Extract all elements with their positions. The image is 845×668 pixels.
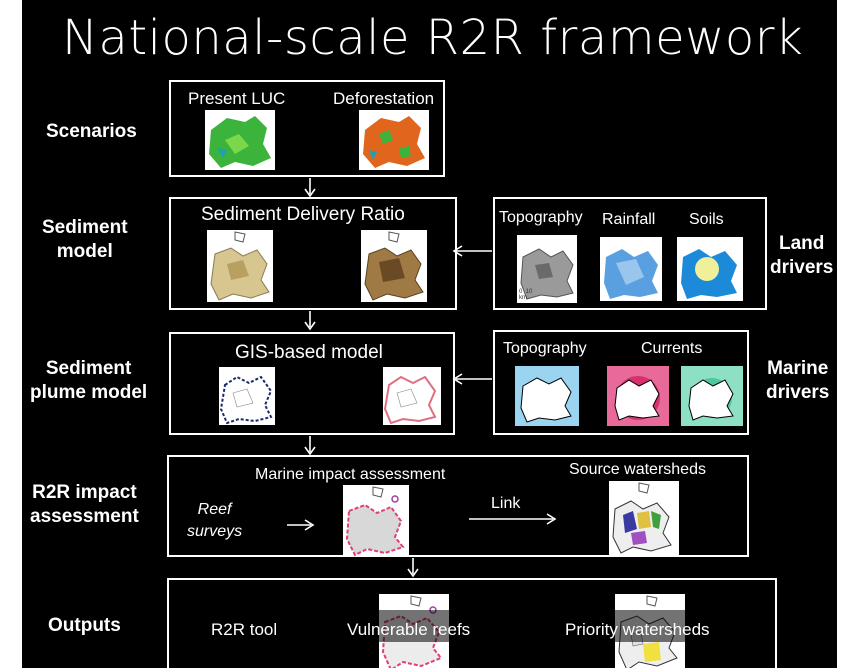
slide: National-scale R2R framework Scenarios S… <box>22 0 837 668</box>
deforestation-label: Deforestation <box>333 89 435 108</box>
land-rainfall-map <box>600 237 662 301</box>
row-label-sediment-model: Sediment model <box>42 216 128 264</box>
marine-drivers-line: Marine <box>767 358 829 379</box>
marine-drivers-line: drivers <box>766 382 830 403</box>
row-label-impact: R2R impact assessment <box>30 481 139 529</box>
arrow-reef-to-impact <box>287 519 315 531</box>
row-label-line: plume model <box>30 382 148 403</box>
source-watersheds-label: Source watersheds <box>569 461 706 478</box>
land-soils-label: Soils <box>689 211 724 228</box>
row-label-outputs: Outputs <box>48 615 121 636</box>
present-luc-map <box>205 110 275 170</box>
sdr-deforestation-map <box>361 230 427 302</box>
arrow-land-to-sdr <box>452 245 492 257</box>
land-rainfall-label: Rainfall <box>602 211 656 228</box>
reef-surveys-line: surveys <box>187 523 243 540</box>
row-label-scenarios: Scenarios <box>46 121 137 142</box>
arrow-impact-to-outputs <box>407 558 419 578</box>
gis-model-title: GIS-based model <box>235 342 383 363</box>
sdr-present-map <box>207 230 273 302</box>
land-drivers-line: drivers <box>770 257 834 278</box>
deforestation-map <box>359 110 429 170</box>
present-luc-label: Present LUC <box>188 89 286 108</box>
arrow-link <box>469 513 557 525</box>
r2r-tool-label: R2R tool <box>211 620 278 639</box>
outputs-label-band <box>169 610 775 642</box>
row-label-line: Sediment <box>45 358 132 379</box>
land-topography-label: Topography <box>499 209 583 226</box>
land-drivers-box: Topography Rainfall Soils 0 10 km <box>493 197 767 310</box>
marine-impact-title: Marine impact assessment <box>255 466 446 483</box>
sdr-box: Sediment Delivery Ratio <box>169 197 457 310</box>
arrow-marine-to-gis <box>452 373 492 385</box>
impact-box: Marine impact assessment Source watershe… <box>167 455 749 557</box>
gis-deforestation-map <box>383 367 441 425</box>
priority-watersheds-label: Priority watersheds <box>565 620 710 639</box>
land-soils-map <box>677 237 743 301</box>
currents-pink-map <box>607 366 669 426</box>
scale-bar-label: 0 10 km <box>519 289 533 301</box>
vulnerable-reefs-label: Vulnerable reefs <box>347 620 471 639</box>
sdr-title: Sediment Delivery Ratio <box>201 204 405 225</box>
marine-topography-label: Topography <box>503 340 587 357</box>
currents-green-map <box>681 366 743 426</box>
land-drivers-line: Land <box>778 233 825 254</box>
scenarios-box: Present LUC Deforestation <box>169 80 445 177</box>
page-title: National-scale R2R framework <box>62 10 804 66</box>
marine-currents-label: Currents <box>641 340 703 357</box>
outputs-box: R2R tool Vulnerable reefs Priority water… <box>167 578 777 668</box>
land-drivers-label: Land drivers <box>770 232 833 280</box>
source-watersheds-map <box>609 481 679 555</box>
gis-model-box: GIS-based model <box>169 332 455 435</box>
marine-drivers-box: Topography Currents <box>493 330 749 435</box>
marine-impact-map <box>343 485 409 557</box>
arrow-scenarios-to-sdr <box>304 178 316 198</box>
marine-drivers-label: Marine drivers <box>766 357 829 405</box>
arrow-sdr-to-gis <box>304 311 316 331</box>
arrow-gis-to-impact <box>304 436 316 456</box>
row-label-line: R2R impact <box>32 482 137 503</box>
row-label-line: Sediment <box>42 217 128 238</box>
marine-topography-map <box>515 366 579 426</box>
row-label-plume-model: Sediment plume model <box>30 357 147 405</box>
row-label-line: assessment <box>30 506 139 527</box>
reef-surveys-line: Reef <box>197 501 232 518</box>
land-topography-map: 0 10 km <box>517 235 577 303</box>
row-label-line: model <box>56 241 113 262</box>
link-label: Link <box>491 495 521 512</box>
gis-present-map <box>219 367 275 425</box>
reef-surveys-label: Reef surveys <box>187 499 242 543</box>
